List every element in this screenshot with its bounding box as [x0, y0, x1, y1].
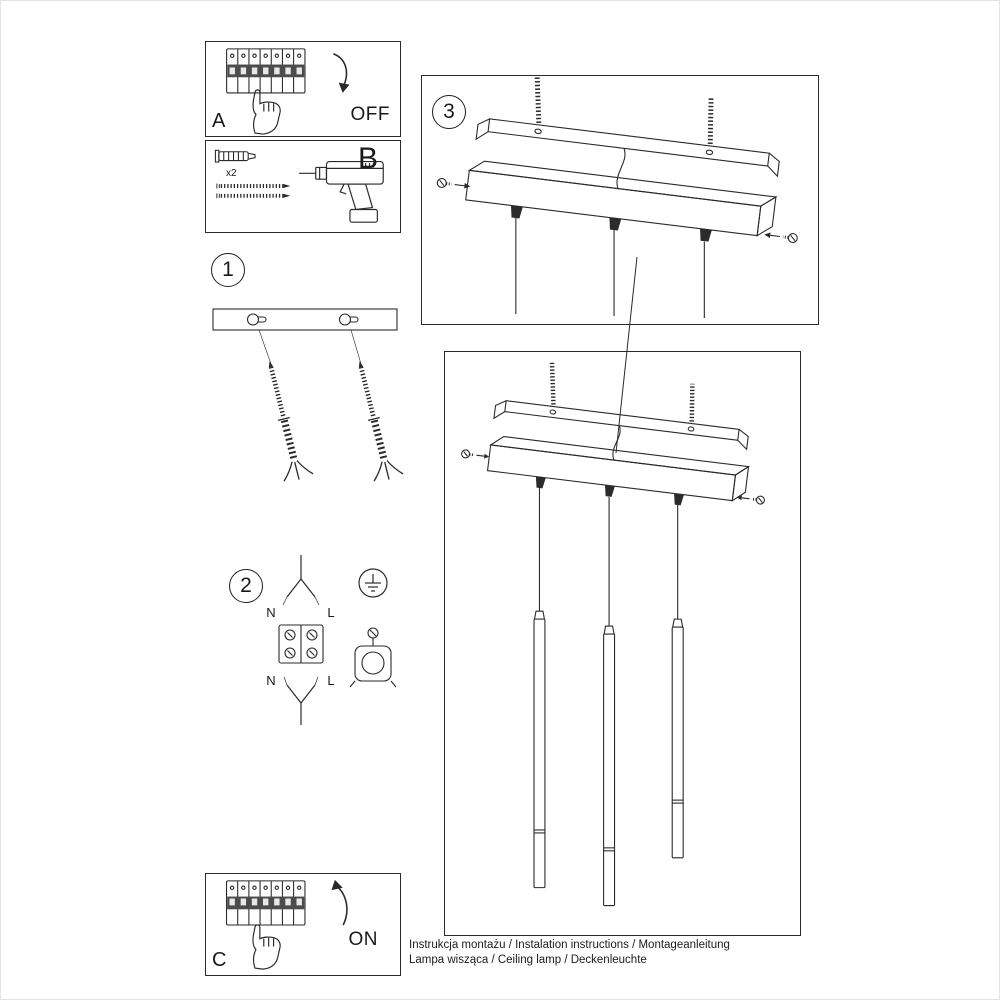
- hanging-stud-icon: [689, 383, 695, 422]
- step-3-number-text: 3: [443, 100, 455, 123]
- panel-a-label: A: [212, 110, 226, 132]
- hanging-stud-icon: [549, 362, 556, 405]
- plug-quantity-label: x2: [226, 168, 237, 179]
- step-2: 2 N L N L: [223, 553, 423, 728]
- ground-symbol-icon: [358, 568, 388, 598]
- panel-c-label: C: [212, 949, 227, 971]
- panel-b-label: B: [358, 142, 379, 175]
- power-wire: [612, 425, 621, 461]
- panel-b-art: [214, 149, 384, 223]
- wire-label-n-top: N: [266, 605, 275, 620]
- wire-label-l-bottom: L: [327, 673, 334, 688]
- cable-grip: [510, 205, 712, 242]
- step-2-number-text: 2: [240, 574, 252, 597]
- arrow-down-icon: [333, 53, 350, 93]
- wire-label-n-bottom: N: [266, 673, 275, 688]
- wire-label-l-top: L: [327, 605, 334, 620]
- side-screw-icon: [764, 232, 798, 244]
- drill-icon: [299, 160, 384, 223]
- panel-c: C ON: [205, 873, 401, 976]
- canopy-box: [465, 160, 778, 237]
- panel-b: x2 B: [205, 140, 401, 233]
- terminal-block: [278, 624, 324, 664]
- mounting-bracket: [493, 400, 749, 451]
- cable-grip: [535, 476, 684, 506]
- wall-plug-icon: [214, 149, 256, 163]
- step-1: 1: [205, 247, 405, 537]
- step-2-number: 2: [229, 569, 263, 603]
- arrow-up-icon: [331, 879, 348, 926]
- hanging-stud-icon: [707, 96, 714, 145]
- footer-line-2: Lampa wisząca / Ceiling lamp / Deckenleu…: [409, 954, 647, 966]
- cable-clamp: [349, 627, 397, 688]
- wire-split-bottom: [283, 676, 319, 725]
- step-3-art: [436, 76, 798, 319]
- panel-a: A OFF: [205, 41, 401, 137]
- side-screw-icon: [736, 495, 765, 505]
- pendant-tube: [603, 625, 616, 907]
- main-illustration: [444, 351, 801, 936]
- step-1-number-text: 1: [222, 258, 234, 281]
- pendant-tube: [533, 610, 546, 889]
- screw-icon: [216, 183, 291, 199]
- panel-c-on-label: ON: [348, 929, 378, 950]
- hand-icon: [252, 89, 281, 135]
- hand-icon: [252, 924, 281, 970]
- step-1-art: [212, 308, 404, 482]
- ceiling-plate: [212, 308, 398, 331]
- circuit-breaker-icon: [226, 48, 306, 94]
- canopy-box: [486, 435, 751, 502]
- panel-a-off-label: OFF: [350, 104, 390, 125]
- mounting-bracket: [475, 118, 780, 178]
- side-screw-icon: [461, 449, 490, 459]
- pendant-tube: [671, 618, 684, 859]
- panel-a-art: [226, 48, 350, 135]
- step-3: 3: [421, 75, 819, 325]
- screw-anchor-assembly: [358, 361, 404, 482]
- panel-c-art: [225, 879, 348, 970]
- step-1-number: 1: [211, 253, 245, 287]
- side-screw-icon: [436, 177, 471, 189]
- power-wire: [616, 148, 626, 189]
- step-2-art: N L N L: [266, 555, 397, 725]
- circuit-breaker-icon: [225, 880, 306, 926]
- wire-split-top: [282, 555, 320, 606]
- hanging-stud-icon: [534, 76, 542, 124]
- main-illustration-art: [461, 362, 765, 907]
- screw-anchor-assembly: [268, 361, 314, 482]
- footer-line-1: Instrukcja montażu / Instalation instruc…: [409, 939, 730, 951]
- step-3-number: 3: [432, 95, 466, 129]
- footer-text: Instrukcja montażu / Instalation instruc…: [409, 938, 730, 968]
